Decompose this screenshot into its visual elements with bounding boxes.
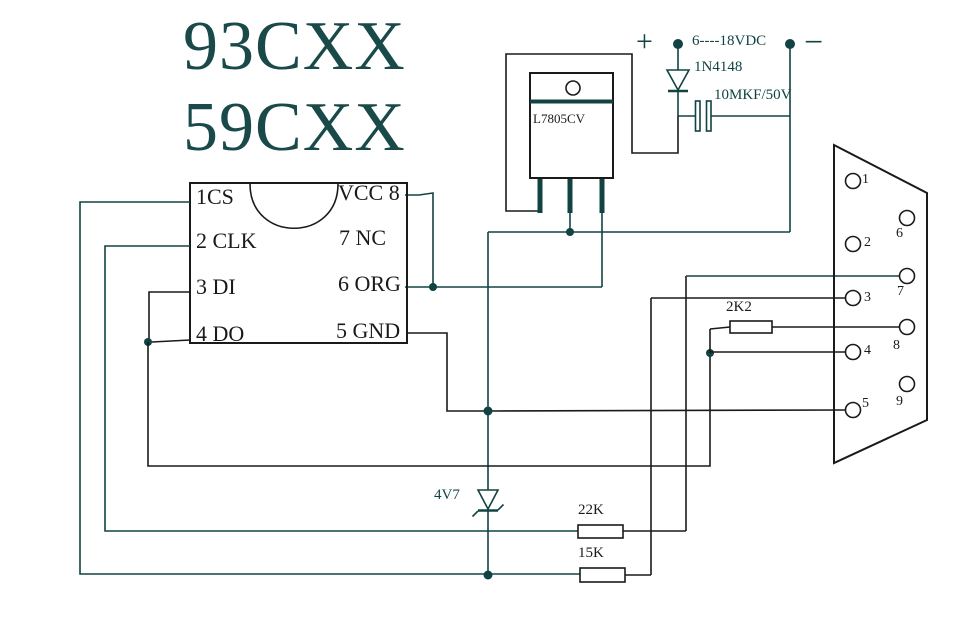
di-wire <box>148 291 190 342</box>
db9-pin8-circle <box>898 318 916 336</box>
resistor-2k2-left-jog <box>709 326 731 330</box>
ground-path <box>407 232 846 490</box>
ic-pin2-label: 2 CLK <box>196 228 257 253</box>
db9-pin1-circle <box>844 172 862 190</box>
title-line-1: 93CXX <box>183 8 406 85</box>
gnd-to-db9-pin5-wire <box>487 409 846 412</box>
zener-triangle <box>476 489 500 511</box>
voltage-regulator-symbol <box>529 72 614 287</box>
resistor-2k2-label: 2K2 <box>726 299 752 315</box>
db9-pin7-circle <box>898 267 916 285</box>
minus-symbol: − <box>804 24 824 61</box>
db9-pin5-number: 5 <box>862 396 869 411</box>
db9-pin9-circle <box>898 375 916 393</box>
regulator-part-label: L7805CV <box>533 111 585 126</box>
capacitor-value-label: 10MKF/50V <box>714 87 792 103</box>
minus-terminal-dot <box>785 39 795 49</box>
zener-4v7-symbol <box>471 489 505 580</box>
data-signal-path <box>144 291 900 467</box>
zener-wing-right <box>497 503 505 511</box>
db9-outline <box>833 143 928 465</box>
clk-wire <box>104 245 578 532</box>
vcc-pin8-wire <box>405 192 434 287</box>
ic-notch <box>249 183 339 229</box>
regulator-body <box>529 72 614 179</box>
db9-pin4-number: 4 <box>864 343 871 358</box>
vcc-org-junction-dot <box>429 283 437 291</box>
ic-pin4-label: 4 DO <box>196 321 245 346</box>
power-input-section <box>488 39 795 233</box>
regulator-ground-junction-dot <box>566 228 574 236</box>
cs-signal-path <box>79 201 846 583</box>
db9-pin7-number: 7 <box>897 284 904 299</box>
do-wire <box>151 339 191 343</box>
gnd-pin5-wire <box>407 332 488 412</box>
capacitor-left-plate <box>694 100 701 132</box>
db9-pin8-number: 8 <box>893 338 900 353</box>
db9-pin4-circle <box>844 343 862 361</box>
resistor-15k-label: 15K <box>578 545 604 561</box>
vcc-distribution <box>405 192 602 291</box>
db9-pin6-number: 6 <box>896 226 903 241</box>
db9-pin2-number: 2 <box>864 235 871 250</box>
zener-wing-left <box>471 510 479 518</box>
regulator-input-wire <box>505 53 679 212</box>
ic-body <box>189 182 408 344</box>
db9-connector-symbol <box>833 143 928 465</box>
diode-1n4148-triangle <box>665 69 691 92</box>
data-wire <box>147 342 711 467</box>
resistor-2k2-body <box>729 320 773 334</box>
db9-pin2-circle <box>844 235 862 253</box>
zener-cs-junction-dot <box>483 570 493 580</box>
zener-value-label: 4V7 <box>434 487 460 503</box>
ic-pin5-label: 5 GND <box>336 318 401 343</box>
ic-pin7-label: 7 NC <box>339 225 387 250</box>
capacitor-right-plate <box>705 100 712 132</box>
resistor-15k-body <box>579 567 626 583</box>
ic-pin1-label: 1CS <box>196 184 234 209</box>
db9-pin5-circle <box>844 401 862 419</box>
db9-pin6-circle <box>898 209 916 227</box>
plus-symbol: + <box>636 25 653 58</box>
db9-pin9-number: 9 <box>896 394 903 409</box>
resistor-22k-body <box>577 524 624 539</box>
regulator-mounting-hole <box>565 80 581 96</box>
ic-pin6-label: 6 ORG <box>338 271 401 296</box>
db9-pin1-number: 1 <box>862 172 869 187</box>
supply-voltage-label: 6----18VDC <box>692 33 767 49</box>
db9-pin3-number: 3 <box>864 290 871 305</box>
cs-wire <box>79 201 580 575</box>
diode-part-label: 1N4148 <box>694 59 743 75</box>
ic-pin8-label: VCC 8 <box>338 180 400 205</box>
clk-signal-path <box>104 245 899 539</box>
title-line-2: 59CXX <box>183 89 406 166</box>
ic-pin3-label: 3 DI <box>196 274 236 299</box>
resistor-22k-label: 22K <box>578 502 604 518</box>
eeprom-ic-symbol <box>189 182 408 344</box>
plus-terminal-dot <box>673 39 683 49</box>
db9-pin3-circle <box>844 289 862 307</box>
